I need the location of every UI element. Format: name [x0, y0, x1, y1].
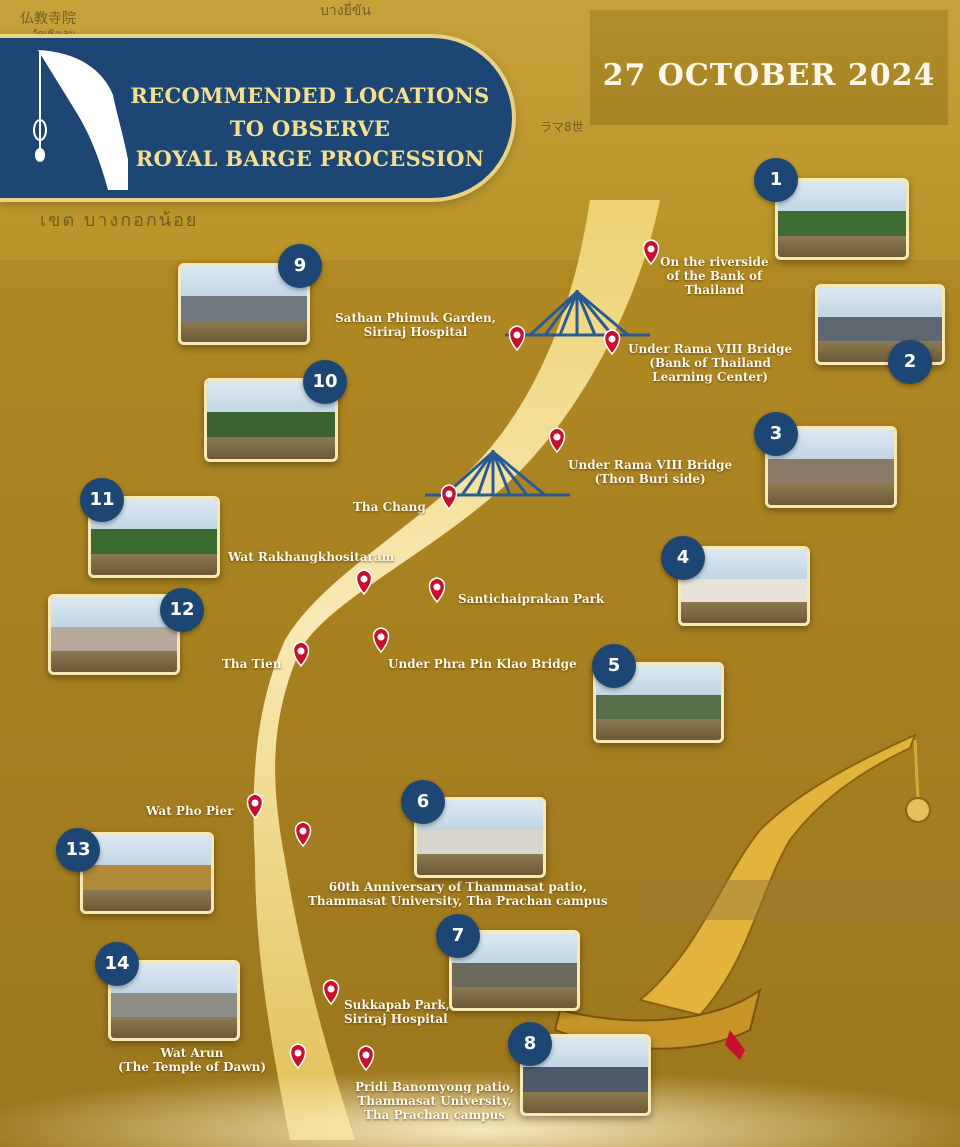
- location-label-8: Pridi Banomyong patio,Thammasat Universi…: [355, 1080, 515, 1122]
- badge-8: 8: [508, 1022, 552, 1066]
- barge-logo-icon: [33, 50, 128, 190]
- title-line-3: ROYAL BARGE PROCESSION: [135, 146, 485, 171]
- location-pins: [246, 239, 660, 1072]
- map-pin-icon: [603, 329, 621, 356]
- photo-location-4: [678, 546, 810, 626]
- badge-10: 10: [303, 360, 347, 404]
- map-pin-icon: [548, 427, 566, 454]
- badge-14: 14: [95, 942, 139, 986]
- rama-viii-bridge: [505, 290, 650, 337]
- location-label-14: Wat Arun(The Temple of Dawn): [118, 1046, 267, 1074]
- map-pin-icon: [322, 979, 340, 1006]
- map-pin-icon: [508, 325, 526, 352]
- map-pin-icon: [355, 569, 373, 596]
- location-label-13: Wat Pho Pier: [146, 804, 234, 818]
- map-pin-icon: [292, 641, 310, 668]
- shoreline: [640, 880, 960, 920]
- photo-location-1: [775, 178, 909, 260]
- badge-6: 6: [401, 780, 445, 824]
- badge-12: 12: [160, 588, 204, 632]
- badge-2: 2: [888, 340, 932, 384]
- location-label-12: Tha Tien: [222, 657, 282, 671]
- photo-location-7: [449, 930, 580, 1011]
- badge-4: 4: [661, 536, 705, 580]
- badge-3: 3: [754, 412, 798, 456]
- title-banner: RECOMMENDED LOCATIONS TO OBSERVE ROYAL B…: [0, 38, 512, 198]
- photo-location-13: [80, 832, 214, 914]
- badge-9: 9: [278, 244, 322, 288]
- photo-location-12: [48, 594, 180, 675]
- map-pin-icon: [246, 793, 264, 820]
- map-label-temple-thai: วัดเชิงเลน: [32, 29, 76, 40]
- location-label-7: Sukkapab Park,Siriraj Hospital: [344, 998, 450, 1026]
- location-label-11: Wat Rakhangkhositaram: [228, 550, 395, 564]
- location-label-10: Tha Chang: [353, 500, 426, 514]
- date-panel: 27 OCTOBER 2024: [590, 10, 948, 125]
- photo-location-6: [414, 797, 546, 878]
- map-pin-icon: [642, 239, 660, 266]
- location-label-3: Under Rama VIII Bridge(Thon Buri side): [568, 458, 733, 486]
- map-pin-icon: [357, 1045, 375, 1072]
- map-label-temple: 仏教寺院: [20, 11, 76, 27]
- location-label-4: Santichaiprakan Park: [458, 592, 605, 606]
- badge-1: 1: [754, 158, 798, 202]
- title-line-2: TO OBSERVE: [229, 116, 391, 141]
- event-date: 27 OCTOBER 2024: [602, 58, 936, 93]
- photo-location-11: [88, 496, 220, 578]
- badge-5: 5: [592, 644, 636, 688]
- map-pin-icon: [372, 627, 390, 654]
- photo-location-9: [178, 263, 310, 345]
- location-label-6: 60th Anniversary of Thammasat patio,Tham…: [308, 880, 608, 908]
- title-line-1: RECOMMENDED LOCATIONS: [130, 83, 490, 108]
- location-label-9: Sathan Phimuk Garden,Siriraj Hospital: [335, 311, 496, 339]
- badge-11: 11: [80, 478, 124, 522]
- bottom-glow: [0, 1070, 960, 1147]
- badge-7: 7: [436, 914, 480, 958]
- map-label-top: บางยี่ขัน: [320, 3, 371, 19]
- map-label-district: เขต บางกอกน้อย: [40, 210, 199, 231]
- map-pin-icon: [294, 821, 312, 848]
- map-pin-icon: [289, 1043, 307, 1070]
- photo-location-3: [765, 426, 897, 508]
- map-pin-icon: [440, 484, 458, 511]
- map-label-rama8: ラマ8世: [540, 120, 584, 134]
- location-label-5: Under Phra Pin Klao Bridge: [388, 657, 577, 671]
- map-pin-icon: [428, 577, 446, 604]
- badge-13: 13: [56, 828, 100, 872]
